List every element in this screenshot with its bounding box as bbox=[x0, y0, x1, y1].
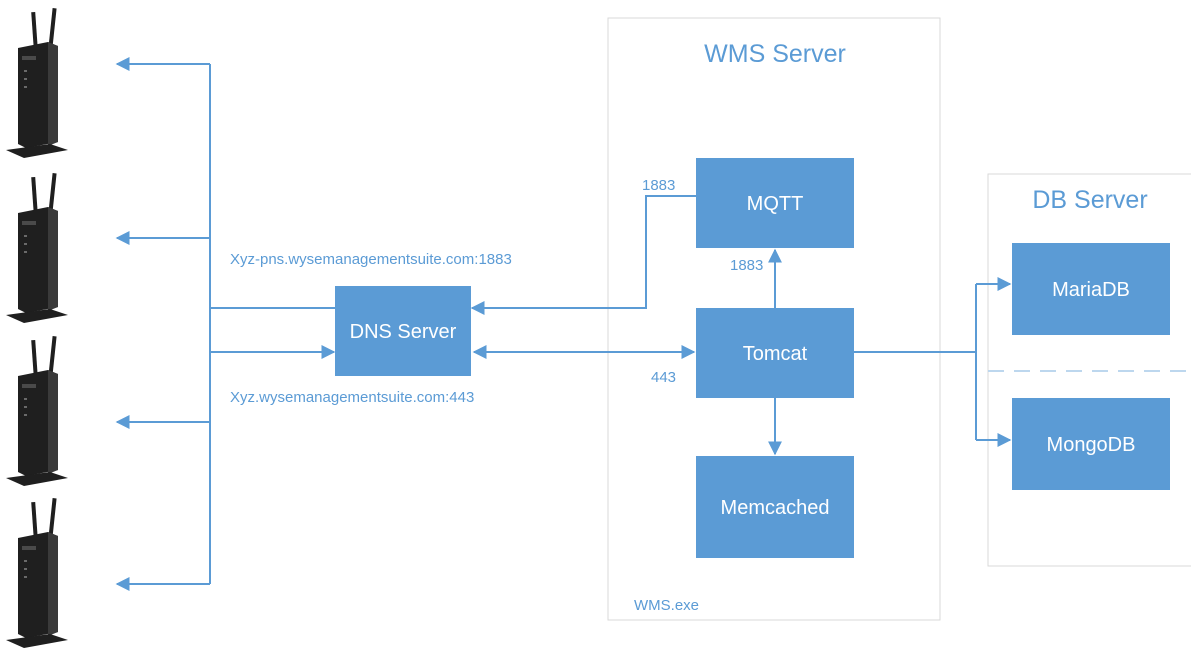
mqtt-label: MQTT bbox=[747, 193, 804, 215]
db-server-title: DB Server bbox=[1032, 186, 1147, 214]
memcached-label: Memcached bbox=[721, 497, 830, 519]
mariadb-box bbox=[1012, 243, 1170, 335]
thin-client-device-icon bbox=[6, 336, 68, 486]
service-connectors bbox=[470, 195, 1012, 456]
wms-server-title: WMS Server bbox=[704, 40, 846, 68]
wms-exe-label: WMS.exe bbox=[634, 597, 699, 614]
thin-client-device-icon bbox=[6, 173, 68, 323]
mongodb-box bbox=[1012, 398, 1170, 490]
main-url-label: Xyz.wysemanagementsuite.com:443 bbox=[230, 389, 474, 406]
port-label-mqtt-in: 1883 bbox=[642, 177, 675, 194]
mqtt-box bbox=[696, 158, 854, 248]
tomcat-box bbox=[696, 308, 854, 398]
tomcat-label: Tomcat bbox=[743, 343, 808, 365]
mongodb-label: MongoDB bbox=[1047, 434, 1136, 456]
dns-server-box bbox=[335, 286, 471, 376]
mariadb-label: MariaDB bbox=[1052, 279, 1130, 301]
thin-client-device-icon bbox=[6, 498, 68, 648]
device-connectors bbox=[115, 57, 336, 591]
memcached-box bbox=[696, 456, 854, 558]
thin-client-device-icon bbox=[6, 8, 68, 158]
port-label-mqtt-tomcat: 1883 bbox=[730, 257, 763, 274]
port-label-tomcat-in: 443 bbox=[651, 369, 676, 386]
dns-server-label: DNS Server bbox=[350, 321, 457, 343]
pns-url-label: Xyz-pns.wysemanagementsuite.com:1883 bbox=[230, 251, 512, 268]
